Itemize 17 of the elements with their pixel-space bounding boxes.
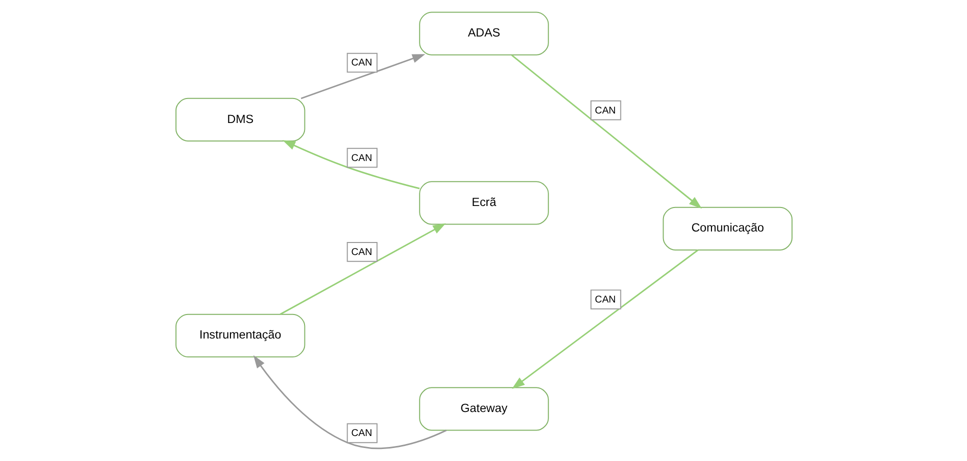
edge-label: CAN — [594, 105, 616, 116]
node-box: Ecrã — [418, 181, 548, 225]
arrow — [279, 223, 446, 315]
arrow — [510, 54, 702, 209]
edge-label: CAN — [350, 58, 372, 69]
arrow — [252, 355, 446, 450]
node-box: DMS — [174, 98, 305, 142]
node-box: Comunicação — [662, 206, 792, 250]
edge-label: CAN — [350, 246, 372, 258]
edge-label: CAN — [350, 152, 372, 164]
edge-label: CAN — [594, 294, 616, 306]
edge-label: CAN — [350, 428, 372, 440]
node-box: Instrumentação — [174, 314, 305, 358]
node-box: Gateway — [418, 387, 548, 431]
arrow — [282, 140, 420, 190]
node-box: ADAS — [418, 12, 548, 56]
arrow — [511, 249, 698, 389]
